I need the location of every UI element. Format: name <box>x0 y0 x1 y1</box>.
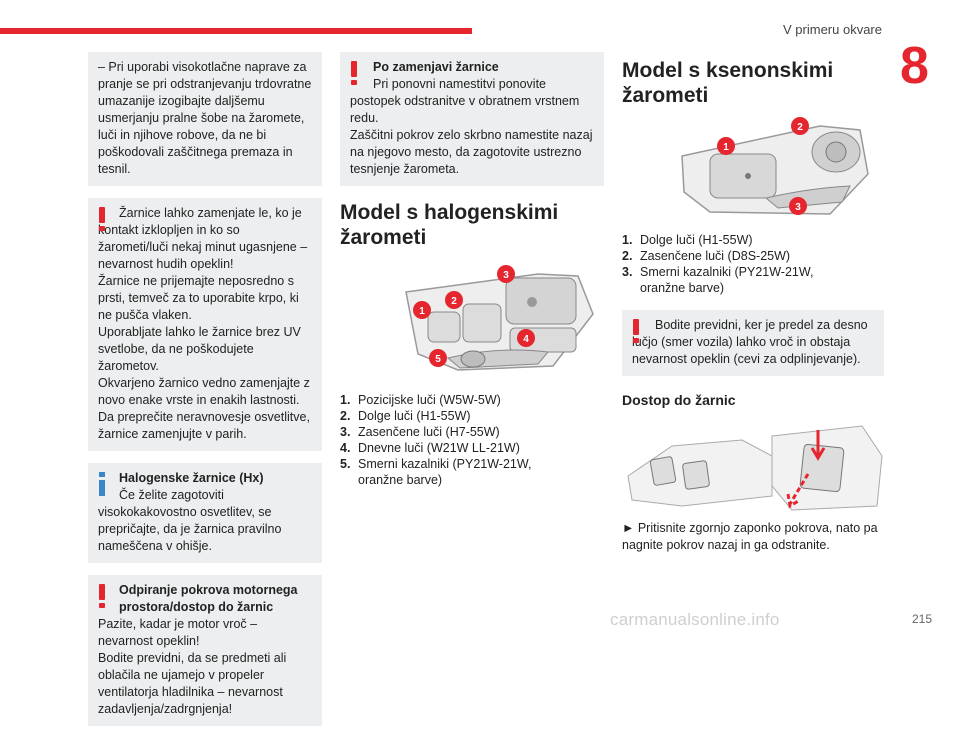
bulb-access-figure <box>627 425 883 511</box>
list-item-number: 2. <box>340 409 351 423</box>
callout-badge-2 <box>445 291 463 309</box>
warning-icon <box>98 207 106 231</box>
list-item-text: Zasenčene luči (H7-55W) <box>358 425 500 439</box>
heading-xenon: Model s ksenonskimi žarometi <box>622 59 834 107</box>
warning-text-3: Uporabljate lahko le žarnice brez UV sve… <box>98 325 301 373</box>
warning-box-bulb-replacement: Žarnice lahko zamenjate le, ko je kontak… <box>88 198 322 451</box>
halogen-bulb-list: 1. Pozicijske luči (W5W-5W) 2. Dolge luči … <box>340 392 580 488</box>
halogen-headlight-figure: 1 2 3 4 5 <box>405 265 594 371</box>
watermark: carmanualsonline.info <box>610 610 780 629</box>
callout-badge-5-label: 5 <box>435 354 441 365</box>
warning-text-1: Pazite, kadar je motor vroč – nevarnost … <box>98 617 258 648</box>
lamp-low-beam <box>505 277 577 325</box>
chapter-number: 8 <box>900 37 929 95</box>
list-item-text: Smerni kazalniki (PY21W-21W, oranžne bar… <box>640 265 814 295</box>
warning-text-2: Bodite previdni, da se predmeti ali obla… <box>98 651 287 716</box>
warning-box-after-replacement: Po zamenjavi žarnice Pri ponovni namesti… <box>340 52 604 186</box>
warning-text-2: Žarnice ne prijemajte neposredno s prsti… <box>98 274 299 322</box>
warning-text-1: Pri ponovni namestitvi ponovite postopek… <box>350 77 580 125</box>
list-item-number: 5. <box>340 457 351 471</box>
lamp-indicator <box>764 185 851 209</box>
note-text: – Pri uporabi visokotlačne naprave za pr… <box>98 60 312 176</box>
lamp-position <box>427 311 461 343</box>
list-item: 1. Pozicijske luči (W5W-5W) <box>340 392 580 408</box>
callout-badge-3 <box>497 265 515 283</box>
list-item: 3. Smerni kazalniki (PY21W-21W, oranžne b… <box>622 264 862 296</box>
list-item-text: Dolge luči (H1-55W) <box>358 409 471 423</box>
warning-box-hot-area: Bodite previdni, ker je predel za desno … <box>622 310 884 376</box>
info-title: Halogenske žarnice (Hx) <box>119 471 264 485</box>
list-item-number: 3. <box>340 425 351 439</box>
list-item: 3. Zasenčene luči (H7-55W) <box>340 424 580 440</box>
list-item-number: 1. <box>340 393 351 407</box>
xenon-headlight-figure: 1 2 3 <box>681 117 869 215</box>
list-item-number: 3. <box>622 265 633 279</box>
column-right: Model s ksenonskimi žarometi 1 2 3 1. Dol… <box>622 58 884 554</box>
cover-left <box>649 456 677 486</box>
callout-badge-2-label: 2 <box>451 296 457 307</box>
heading-halogen: Model s halogenskimi žarometi <box>340 201 559 249</box>
warning-icon <box>98 584 106 608</box>
arrow-tilt-icon <box>786 473 810 509</box>
callout-badge-1-label: 1 <box>419 306 425 317</box>
instruction-text: ► Pritisnite zgornjo zaponko pokrova, na… <box>622 521 878 552</box>
info-icon <box>98 472 106 496</box>
arrow-press-icon <box>810 430 826 461</box>
cover-right <box>799 443 845 493</box>
column-left: – Pri uporabi visokotlačne naprave za pr… <box>88 52 322 738</box>
section-title: V primeru okvare <box>783 22 882 37</box>
warning-icon <box>632 319 640 343</box>
list-item-text: Dolge luči (H1-55W) <box>640 233 753 247</box>
list-item-number: 2. <box>622 249 633 263</box>
warning-text-2: Zaščitni pokrov zelo skrbno namestite na… <box>350 128 593 176</box>
callout-badge-4 <box>517 329 535 347</box>
page-number: 215 <box>912 612 933 626</box>
warning-text-1: Žarnice lahko zamenjate le, ko je kontak… <box>98 206 308 271</box>
warning-text: Bodite previdni, ker je predel za desno … <box>632 318 868 366</box>
callout-badge-2 <box>791 117 809 135</box>
callout-badge-3-label: 3 <box>795 202 801 213</box>
subheading-bulb-access: Dostop do žarnic <box>622 392 736 408</box>
list-item-text: Dnevne luči (W21W LL-21W) <box>358 441 520 455</box>
column-middle: Po zamenjavi žarnice Pri ponovni namesti… <box>340 52 604 488</box>
list-item: 1. Dolge luči (H1-55W) <box>622 232 862 248</box>
warning-icon <box>350 61 358 85</box>
callout-badge-5 <box>429 349 447 367</box>
cover-middle <box>682 460 710 490</box>
warning-text-4: Okvarjeno žarnico vedno zamenjajte z nov… <box>98 376 310 441</box>
callout-badge-1-label: 1 <box>723 142 729 153</box>
list-item-text: Pozicijske luči (W5W-5W) <box>358 393 501 407</box>
list-item: 4. Dnevne luči (W21W LL-21W) <box>340 440 580 456</box>
indicator-bulb <box>460 350 486 368</box>
list-item-text: Zasenčene luči (D8S-25W) <box>640 249 791 263</box>
xenon-bulb-list: 1. Dolge luči (H1-55W) 2. Zasenčene luči (… <box>622 232 862 296</box>
warning-box-hood: Odpiranje pokrova motornega prostora/dos… <box>88 575 322 726</box>
lamp-high-beam <box>709 153 777 199</box>
info-box-halogen: Halogenske žarnice (Hx) Če želite zagoto… <box>88 463 322 563</box>
warning-title: Odpiranje pokrova motornega prostora/dos… <box>119 583 298 614</box>
callout-badge-3 <box>789 197 807 215</box>
top-accent-bar <box>0 28 472 34</box>
bulb-socket <box>527 297 537 307</box>
list-item-number: 1. <box>622 233 633 247</box>
callout-badge-1 <box>717 137 735 155</box>
bulb-socket <box>745 173 751 179</box>
xenon-bulb <box>825 141 847 163</box>
list-item: 2. Zasenčene luči (D8S-25W) <box>622 248 862 264</box>
info-title-wrap: Halogenske žarnice (Hx) <box>98 470 312 487</box>
callout-badge-3-label: 3 <box>503 270 509 281</box>
callout-badge-4-label: 4 <box>523 334 529 345</box>
callout-badge-2-label: 2 <box>797 122 803 133</box>
list-item: 2. Dolge luči (H1-55W) <box>340 408 580 424</box>
lamp-high-beam <box>462 303 502 343</box>
info-text: Če želite zagotoviti visokokakovostno os… <box>98 488 282 553</box>
list-item-number: 4. <box>340 441 351 455</box>
callout-badge-1 <box>413 301 431 319</box>
list-item: 5. Smerni kazalniki (PY21W-21W, oranžne b… <box>340 456 580 488</box>
note-box-pressure-washer: – Pri uporabi visokotlačne naprave za pr… <box>88 52 322 186</box>
list-item-text: Smerni kazalniki (PY21W-21W, oranžne bar… <box>358 457 532 487</box>
warning-title: Po zamenjavi žarnice <box>373 60 499 74</box>
